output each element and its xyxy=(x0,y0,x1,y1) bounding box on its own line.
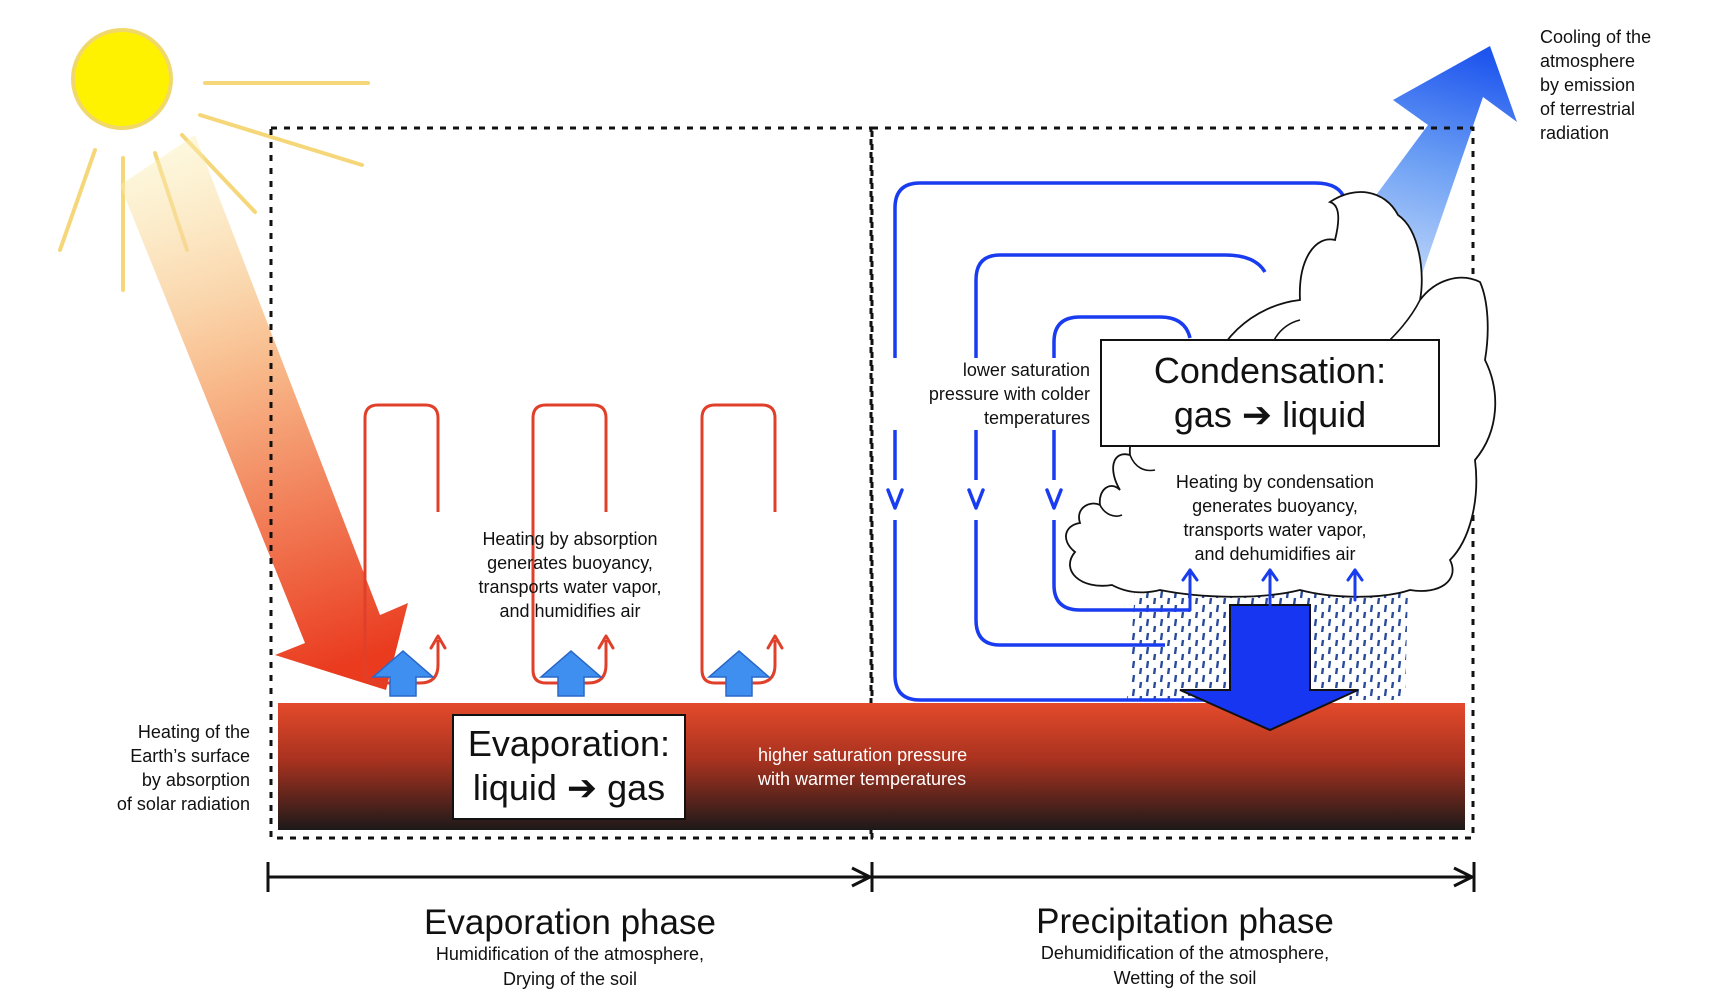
cold-circulation-loops xyxy=(893,181,1347,702)
label-line: transports water vapor, xyxy=(1183,520,1367,540)
cooling-label: Cooling of the atmosphere by emission of… xyxy=(1540,25,1651,145)
label-line: with warmer temperatures xyxy=(758,769,967,789)
label-line: and dehumidifies air xyxy=(1194,544,1356,564)
subtitle-line: Humidification of the atmosphere, xyxy=(435,944,705,964)
label-line: Cooling of the xyxy=(1540,27,1652,47)
lower-saturation-label: lower saturation pressure with colder te… xyxy=(880,358,1090,430)
evaporation-phase-bracket xyxy=(266,862,872,892)
label-line: by emission xyxy=(1540,75,1636,95)
box-line: gas ➔ liquid xyxy=(1173,394,1367,435)
solar-radiation-arrow xyxy=(120,135,408,690)
label-line: of terrestrial xyxy=(1540,99,1636,119)
box-line: liquid ➔ gas xyxy=(472,767,666,808)
label-line: Earth’s surface xyxy=(130,746,250,766)
surface-heating-label: Heating of the Earth’s surface by absorp… xyxy=(60,720,250,816)
cold-downdraft-arrow xyxy=(967,488,985,510)
condensation-heating-label: Heating by condensation generates buoyan… xyxy=(1140,470,1410,566)
precipitation-region-box xyxy=(870,126,1475,840)
label-line: atmosphere xyxy=(1540,51,1636,71)
label-line: and humidifies air xyxy=(499,601,641,621)
evaporation-phase-title: Evaporation phase xyxy=(424,903,716,942)
label-line: generates buoyancy, xyxy=(1192,496,1358,516)
label-line: transports water vapor, xyxy=(478,577,662,597)
label-line: Heating of the xyxy=(137,722,250,742)
label-line: radiation xyxy=(1540,123,1610,143)
label-line: Heating by condensation xyxy=(1175,472,1375,492)
label-line: by absorption xyxy=(141,770,250,790)
label-line: temperatures xyxy=(983,408,1090,428)
label-line: lower saturation xyxy=(962,360,1090,380)
box-line: Condensation: xyxy=(1153,350,1387,391)
subtitle-line: Wetting of the soil xyxy=(1113,968,1257,988)
higher-saturation-label: higher saturation pressure with warmer t… xyxy=(758,743,967,791)
warm-updraft-arrowhead xyxy=(597,634,615,650)
absorption-heating-label: Heating by absorption generates buoyancy… xyxy=(440,527,700,623)
evaporation-updraft-arrow xyxy=(538,650,604,697)
evaporation-box: Evaporation: liquid ➔ gas xyxy=(452,714,686,820)
subtitle-line: Drying of the soil xyxy=(502,969,638,989)
label-line: pressure with colder xyxy=(928,384,1090,404)
label-line: higher saturation pressure xyxy=(758,745,968,765)
label-line: generates buoyancy, xyxy=(487,553,653,573)
warm-updraft-arrowhead xyxy=(766,634,784,650)
evaporation-phase-subtitle: Humidification of the atmosphere, Drying… xyxy=(370,942,770,992)
label-line: Heating by absorption xyxy=(482,529,658,549)
precipitation-phase-bracket xyxy=(870,862,1476,892)
warm-circulation-loops xyxy=(363,403,777,685)
evaporation-updraft-arrow xyxy=(370,650,436,697)
warm-updraft-arrowhead xyxy=(429,634,447,650)
cold-downdraft-arrow xyxy=(886,488,904,510)
precipitation-arrow xyxy=(1179,604,1359,732)
cold-downdraft-arrow xyxy=(1045,488,1063,510)
precipitation-phase-subtitle: Dehumidification of the atmosphere, Wett… xyxy=(985,941,1385,991)
evaporation-updraft-arrow xyxy=(706,650,772,697)
condensation-box: Condensation: gas ➔ liquid xyxy=(1100,339,1440,447)
label-line: of solar radiation xyxy=(116,794,250,814)
precipitation-phase-title: Precipitation phase xyxy=(1036,902,1334,941)
box-line: Evaporation: xyxy=(467,723,671,764)
subtitle-line: Dehumidification of the atmosphere, xyxy=(1040,943,1330,963)
